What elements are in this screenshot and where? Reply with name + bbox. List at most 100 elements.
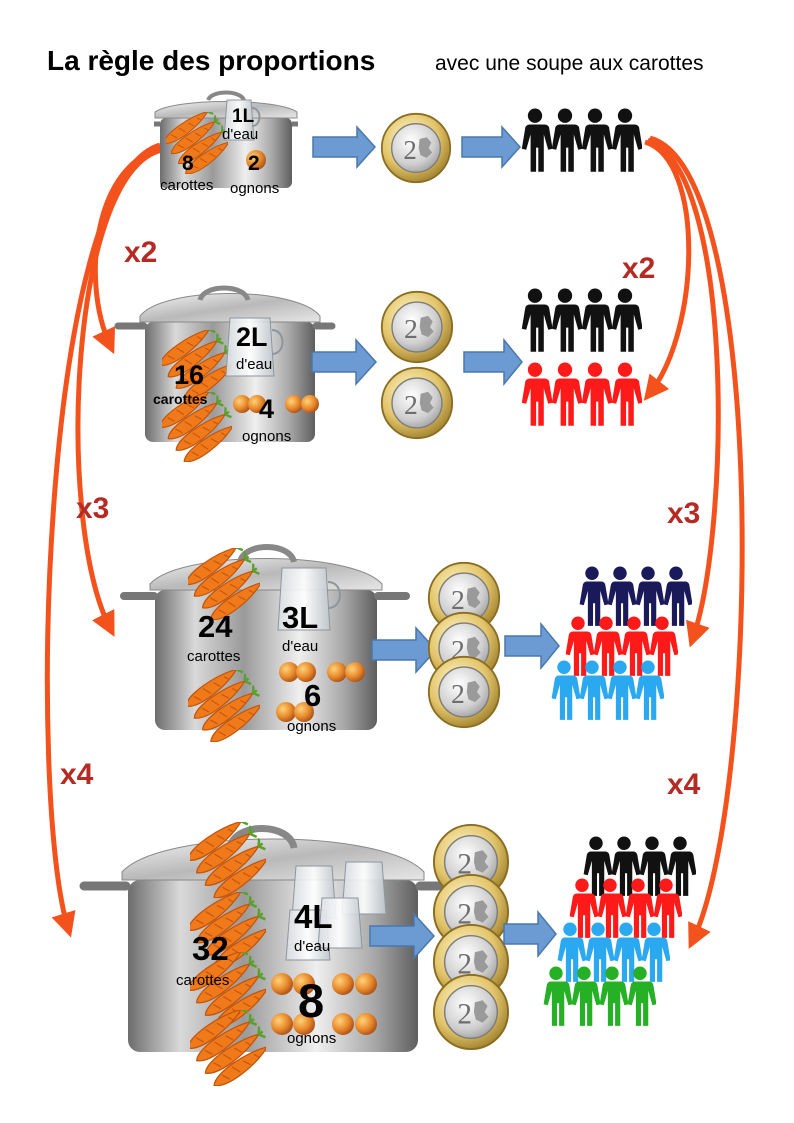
onion-icon (294, 702, 314, 722)
two-euro-coin-icon (380, 112, 452, 184)
onion-icon (246, 150, 266, 170)
left-arrow-x4 (44, 142, 161, 938)
water-amount: 1L (232, 106, 255, 127)
water-jug-icon (225, 317, 284, 377)
carrot-label: carottes (153, 391, 208, 407)
row-4: 4L d'eau 32 carottes 8 ognons (79, 813, 696, 1091)
carrot-label: carottes (160, 177, 213, 194)
people-group (521, 362, 642, 426)
water-unit: d'eau (236, 356, 272, 373)
people-group (521, 288, 642, 352)
people-group (521, 108, 642, 172)
person-icon (663, 566, 692, 626)
water-jug-icon (285, 861, 387, 961)
person-icon (581, 288, 612, 352)
onion-icon (355, 973, 377, 995)
person-icon (521, 362, 552, 426)
people-group (543, 966, 656, 1026)
carrot-count: 32 (192, 930, 229, 967)
cooking-pot-icon (114, 285, 336, 442)
carrot-count: 24 (198, 609, 233, 644)
person-icon (521, 108, 552, 172)
water-unit: d'eau (282, 638, 318, 655)
onion-icon (327, 662, 347, 682)
water-unit: d'eau (222, 126, 258, 143)
block-arrow (311, 338, 378, 386)
cooking-pot-icon (120, 544, 410, 730)
water-jug-icon (223, 99, 261, 141)
left-multiplier-x4: x4 (60, 758, 94, 791)
onion-icon (332, 1013, 354, 1035)
onion-icon (296, 662, 316, 682)
people-group (551, 660, 664, 720)
page-title: La règle des proportions (47, 45, 375, 76)
onion-group (271, 973, 377, 1035)
row-2: 2L d'eau 16 carottes 4 ognons (114, 285, 642, 467)
left-multiplier-x2: x2 (124, 236, 157, 269)
onion-icon (293, 1013, 315, 1035)
person-icon (551, 362, 582, 426)
onion-icon (248, 395, 266, 413)
page-subtitle: avec une soupe aux carottes (435, 52, 704, 75)
onion-count: 4 (259, 394, 274, 424)
onion-label: ognons (242, 428, 291, 445)
person-icon (611, 362, 642, 426)
block-arrow (503, 909, 557, 959)
block-arrow (371, 626, 438, 674)
onion-label: ognons (230, 180, 279, 197)
onion-group (276, 662, 365, 722)
onion-count: 6 (304, 678, 321, 713)
water-amount: 3L (282, 600, 318, 635)
onion-group (233, 395, 319, 413)
carrot-count: 16 (174, 360, 204, 390)
left-arrow-x3 (75, 147, 163, 637)
person-icon (581, 362, 612, 426)
onion-label: ognons (287, 1030, 336, 1047)
right-arrows (643, 135, 745, 950)
onion-icon (233, 395, 251, 413)
person-icon (521, 288, 552, 352)
right-arrow-x4 (649, 135, 745, 950)
two-euro-coin-icon (380, 366, 454, 440)
carrot-label: carottes (176, 972, 229, 989)
person-icon (581, 108, 612, 172)
right-multiplier-x2: x2 (622, 252, 655, 285)
person-icon (611, 288, 642, 352)
block-arrow (504, 621, 560, 671)
onion-icon (279, 662, 299, 682)
water-unit: d'eau (294, 938, 330, 955)
person-icon (551, 108, 582, 172)
water-jug-icon (277, 567, 341, 631)
block-arrow (312, 125, 377, 169)
left-arrows (44, 142, 166, 938)
two-euro-coin-icon (380, 290, 454, 364)
person-icon (611, 108, 642, 172)
carrot-label: carottes (187, 648, 240, 665)
block-arrow (463, 337, 523, 387)
onion-icon (285, 395, 303, 413)
onion-icon (276, 702, 296, 722)
right-arrow-x2 (643, 139, 692, 401)
carrot-count: 8 (182, 152, 194, 175)
right-multiplier-x4: x4 (667, 768, 701, 801)
onion-icon (332, 973, 354, 995)
row-1: 1L d'eau 8 carottes 2 ognons (154, 90, 642, 197)
onion-count: 2 (248, 152, 260, 175)
left-multiplier-x3: x3 (76, 492, 109, 525)
onion-icon (345, 662, 365, 682)
two-euro-coin-icon (427, 655, 501, 729)
right-arrow-x3 (647, 137, 721, 648)
onion-icon (293, 973, 315, 995)
onion-icon (271, 973, 293, 995)
onion-icon (301, 395, 319, 413)
two-euro-coin-icon (432, 973, 510, 1051)
onion-label: ognons (287, 718, 336, 735)
person-icon (551, 288, 582, 352)
row-3: 3L d'eau 24 carottes 6 ognons (120, 544, 692, 747)
onion-icon (355, 1013, 377, 1035)
block-arrow (461, 125, 522, 169)
water-amount: 2L (236, 322, 268, 352)
water-amount: 4L (294, 898, 333, 935)
onion-count: 8 (298, 974, 324, 1027)
